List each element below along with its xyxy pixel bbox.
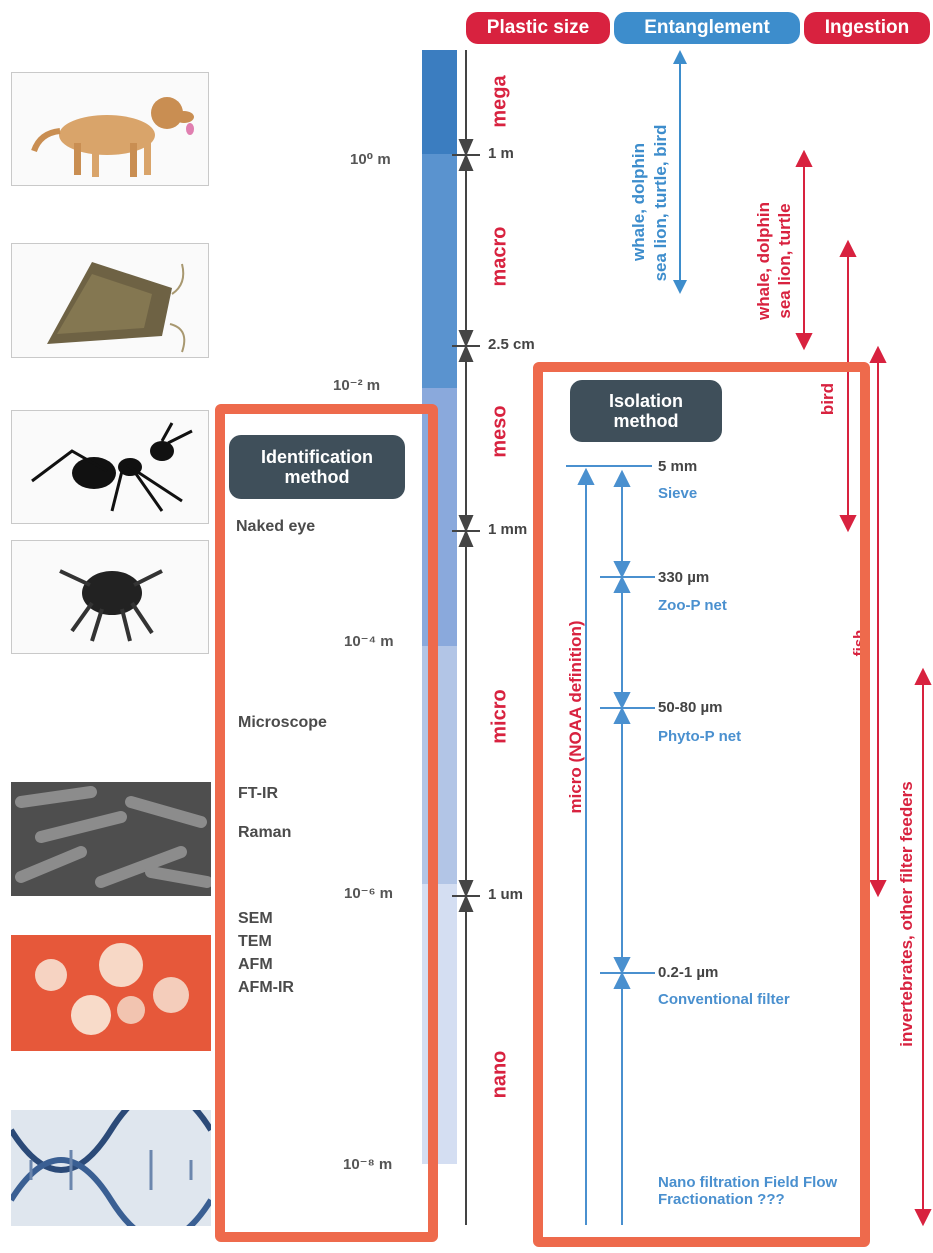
bacteria-image [11, 782, 211, 896]
boundary-1mm: 1 mm [488, 521, 527, 538]
virus-image [11, 935, 211, 1051]
isolation-arrows [560, 460, 660, 1230]
iso-method-zoo-p-net: Zoo-P net [658, 597, 727, 614]
iso-size-5mm: 5 mm [658, 458, 697, 475]
dog-image [11, 72, 209, 186]
plastic-size-header: Plastic size [466, 12, 610, 44]
scale-label-1e0: 10⁰ m [350, 150, 391, 168]
boundary-1m: 1 m [488, 145, 514, 162]
ant-image [11, 410, 209, 524]
ingestion-invertebrates: invertebrates, other filter feeders [897, 744, 919, 1084]
entanglement-arrow [670, 50, 690, 295]
moth-image [11, 243, 209, 358]
iso-size-0-2-1um: 0.2-1 µm [658, 964, 718, 981]
iso-method-phyto-p-net: Phyto-P net [658, 728, 741, 745]
id-raman: Raman [238, 824, 291, 842]
boundary-1um: 1 um [488, 886, 523, 903]
noaa-micro-definition: micro (NOAA definition) [566, 607, 588, 827]
category-meso: meso [489, 400, 512, 464]
id-sem: SEM [238, 910, 273, 928]
ingestion-organisms-line1: whale, dolphin [754, 191, 776, 331]
identification-badge: Identification method [229, 435, 405, 499]
iso-method-nano: Nano filtration Field Flow Fractionation… [658, 1174, 854, 1208]
category-micro: micro [489, 685, 512, 749]
iso-size-50-80um: 50-80 µm [658, 699, 723, 716]
entanglement-header: Entanglement [614, 12, 800, 44]
isolation-badge: Isolation method [570, 380, 722, 442]
iso-size-330um: 330 µm [658, 569, 709, 586]
entanglement-organisms-line1: whale, dolphin [629, 132, 651, 272]
boundary-2-5cm: 2.5 cm [488, 336, 535, 353]
id-microscope: Microscope [238, 714, 327, 732]
id-naked-eye: Naked eye [236, 518, 315, 536]
id-afm: AFM [238, 956, 273, 974]
category-nano: nano [489, 1045, 512, 1105]
category-macro: macro [489, 222, 512, 292]
id-tem: TEM [238, 933, 272, 951]
iso-method-conventional-filter: Conventional filter [658, 991, 808, 1008]
dna-image [11, 1110, 211, 1226]
category-mega: mega [489, 72, 512, 132]
id-ftir: FT-IR [238, 785, 278, 803]
entanglement-organisms-line2: sea lion, turtle, bird [651, 113, 673, 293]
mite-image [11, 540, 209, 654]
scale-label-1e-2: 10⁻² m [333, 376, 380, 394]
ingestion-organisms-line2: sea lion, turtle [775, 191, 797, 331]
ingestion-header: Ingestion [804, 12, 930, 44]
iso-method-sieve: Sieve [658, 485, 697, 502]
id-afm-ir: AFM-IR [238, 979, 294, 997]
